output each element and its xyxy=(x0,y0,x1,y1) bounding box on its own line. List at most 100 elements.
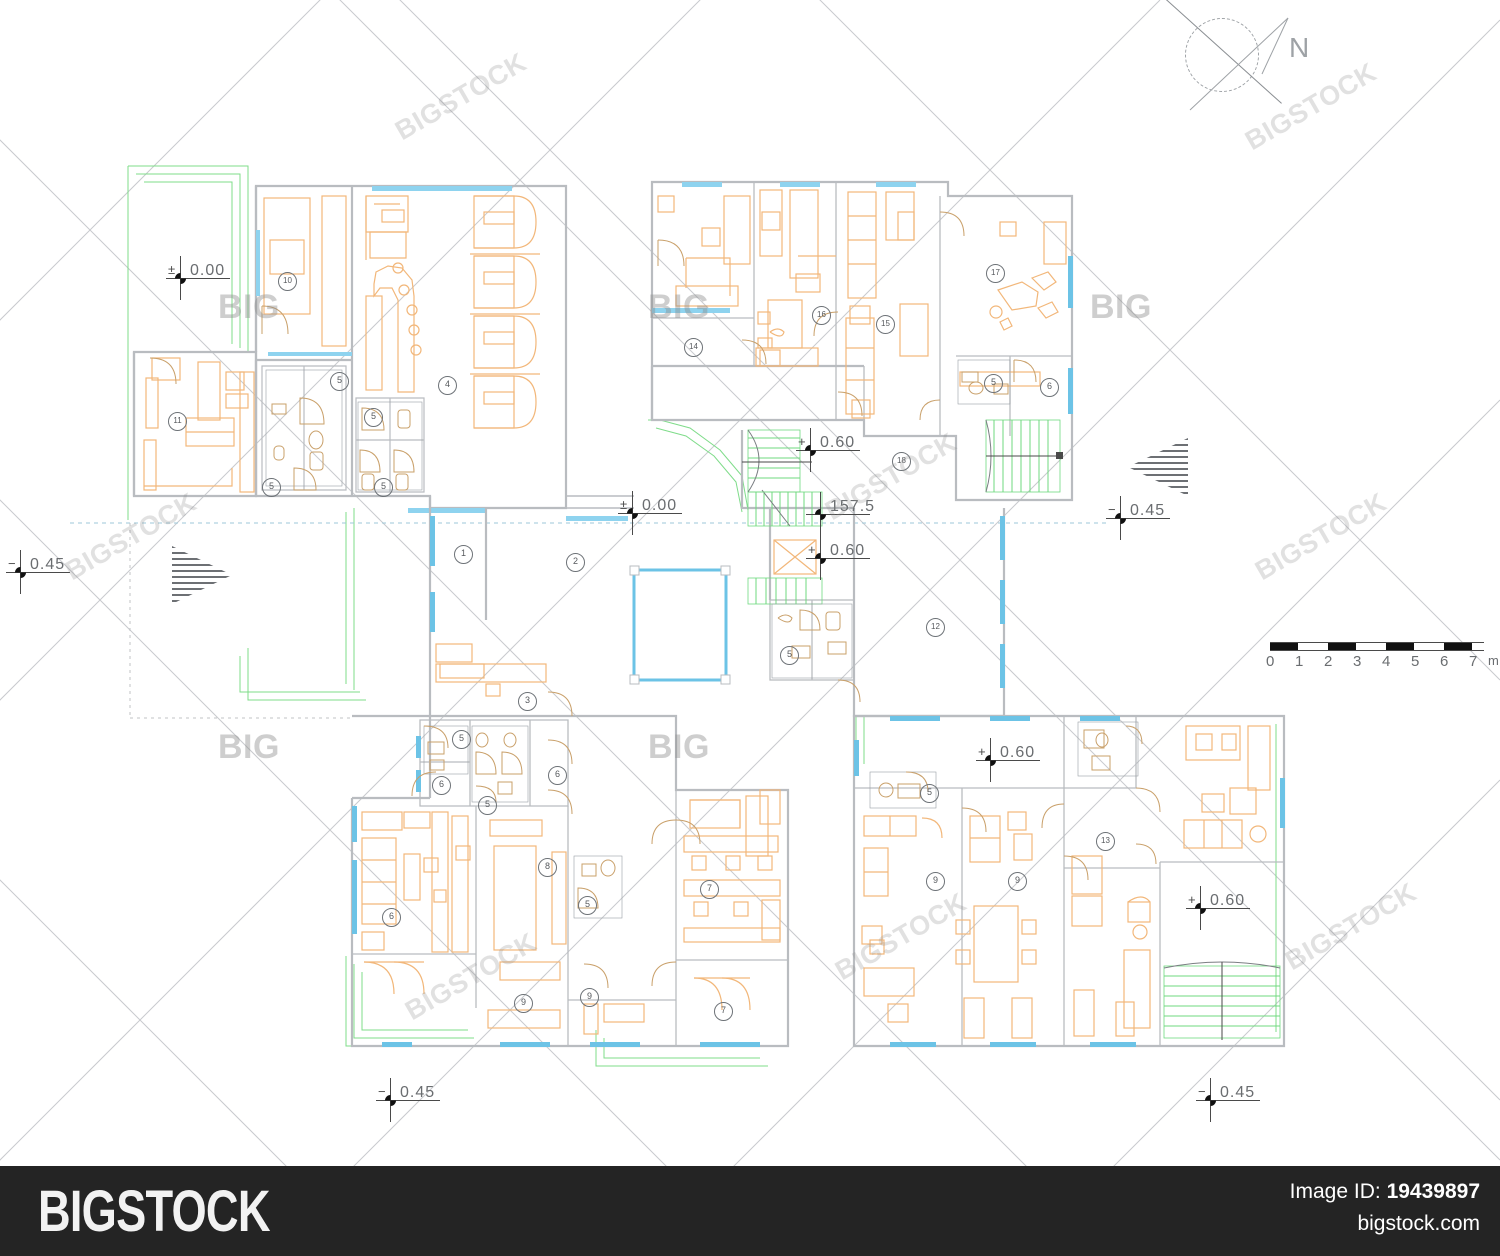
room-number-badge: 11 xyxy=(168,412,187,431)
doors-block-c xyxy=(411,691,701,989)
windows-block-b xyxy=(652,182,1073,414)
watermark-big: BIG xyxy=(648,728,710,766)
watermark-big: BIG xyxy=(648,288,710,326)
windows-block-a xyxy=(256,186,512,513)
elevation-value: 0.45 xyxy=(1130,502,1166,519)
room-number-badge: 5 xyxy=(920,784,939,803)
scale-tick-4: 4 xyxy=(1382,653,1391,670)
room-number-badge: 1 xyxy=(454,545,473,564)
elevation-sign: + xyxy=(798,434,806,449)
north-label: N xyxy=(1289,32,1310,63)
room-number-badge: 2 xyxy=(566,553,585,572)
image-id-text: Image ID: 19439897 xyxy=(1290,1180,1480,1204)
section-arrow-right-icon xyxy=(1128,438,1188,496)
walls-block-d xyxy=(852,714,1286,1048)
room-number-badge: 17 xyxy=(986,264,1005,283)
elevation-value: 0.00 xyxy=(642,497,678,514)
scale-tick-5: 5 xyxy=(1411,653,1420,670)
room-number-badge: 13 xyxy=(1096,832,1115,851)
walls-block-b xyxy=(650,180,1074,502)
elevation-value: 0.60 xyxy=(1210,892,1246,909)
image-id-label: Image ID: xyxy=(1289,1180,1381,1203)
elevation-value: 0.60 xyxy=(1000,744,1036,761)
room-number-badge: 12 xyxy=(926,618,945,637)
footer-bar: BIGSTOCK Image ID: 19439897 bigstock.com xyxy=(0,1166,1500,1256)
stair-block-b xyxy=(985,419,1063,493)
room-number-badge: 5 xyxy=(262,478,281,497)
elevation-sign: − xyxy=(1108,502,1116,517)
room-number-badge: 5 xyxy=(578,896,597,915)
elevation-sign: + xyxy=(978,744,986,759)
room-number-badge: 5 xyxy=(984,374,1003,393)
elevation-value: 0.00 xyxy=(190,262,226,279)
room-number-badge: 5 xyxy=(780,646,799,665)
room-number-badge: 9 xyxy=(514,994,533,1013)
elevation-value: 0.60 xyxy=(820,434,856,451)
room-number-badge: 6 xyxy=(548,766,567,785)
room-number-badge: 15 xyxy=(876,315,895,334)
scale-tick-0: 0 xyxy=(1266,653,1275,670)
windows-core xyxy=(430,516,1005,688)
watermark-big: BIG xyxy=(218,288,280,326)
north-needle-icon xyxy=(1189,17,1289,111)
tile-hatch-block-b xyxy=(957,359,1011,405)
room-number-badge: 14 xyxy=(684,338,703,357)
furniture-block-c xyxy=(361,663,781,1035)
scale-tick-3: 3 xyxy=(1353,653,1362,670)
room-number-badge: 6 xyxy=(432,776,451,795)
tile-hatch-block-c xyxy=(423,725,623,919)
elevation-value: 0.45 xyxy=(400,1084,436,1101)
walls-block-c xyxy=(350,714,790,1048)
elevation-sign: ± xyxy=(620,497,628,512)
watermark-big: BIG xyxy=(1090,288,1152,326)
walls-block-a xyxy=(132,184,568,510)
connector-walls xyxy=(566,419,956,521)
doors-block-a xyxy=(149,305,289,385)
room-number-badge: 9 xyxy=(580,988,599,1007)
room-number-badge: 4 xyxy=(438,376,457,395)
windows-block-c xyxy=(352,736,760,1047)
plan-geometry xyxy=(70,165,1286,1067)
elevation-sign: ± xyxy=(168,262,176,277)
room-number-badge: 7 xyxy=(714,1002,733,1021)
elevation-sign: − xyxy=(8,556,16,571)
site-url: bigstock.com xyxy=(1357,1212,1480,1235)
elevation-value: 157.5 xyxy=(830,498,876,515)
room-number-badge: 5 xyxy=(478,796,497,815)
windows-block-d xyxy=(854,716,1285,1047)
elevation-value: 0.45 xyxy=(30,556,66,573)
elevation-value: 0.60 xyxy=(830,542,866,559)
furniture-block-a xyxy=(143,195,540,493)
scale-unit-label: m xyxy=(1488,653,1499,668)
room-number-badge: 16 xyxy=(812,306,831,325)
room-number-badge: 5 xyxy=(330,372,349,391)
room-number-badge: 7 xyxy=(700,880,719,899)
room-number-badge: 8 xyxy=(538,858,557,877)
elevation-sign: − xyxy=(1198,1084,1206,1099)
image-id-value: 19439897 xyxy=(1386,1180,1480,1203)
north-circle xyxy=(1185,18,1259,92)
scale-tick-6: 6 xyxy=(1440,653,1449,670)
room-number-badge: 3 xyxy=(518,692,537,711)
room-number-badge: 5 xyxy=(452,730,471,749)
courtyard-pool xyxy=(632,568,728,682)
room-number-badge: 5 xyxy=(374,478,393,497)
elevation-value: 0.45 xyxy=(1220,1084,1256,1101)
furniture-block-b xyxy=(657,189,1067,419)
elevation-sign: − xyxy=(378,1084,386,1099)
section-arrow-left-icon xyxy=(172,546,232,604)
room-number-badge: 9 xyxy=(926,872,945,891)
room-number-badge: 6 xyxy=(1040,378,1059,397)
room-number-badge: 10 xyxy=(278,272,297,291)
tile-hatch-core xyxy=(771,603,853,679)
scale-tick-2: 2 xyxy=(1324,653,1333,670)
watermark-big: BIG xyxy=(218,728,280,766)
room-number-badge: 9 xyxy=(1008,872,1027,891)
scale-tick-1: 1 xyxy=(1295,653,1304,670)
elevation-sign: + xyxy=(1188,892,1196,907)
room-number-badge: 18 xyxy=(892,452,911,471)
bigstock-logo: BIGSTOCK xyxy=(38,1179,271,1244)
scale-tick-7: 7 xyxy=(1469,653,1478,670)
terrace-stairs-block-d xyxy=(1163,961,1281,1040)
